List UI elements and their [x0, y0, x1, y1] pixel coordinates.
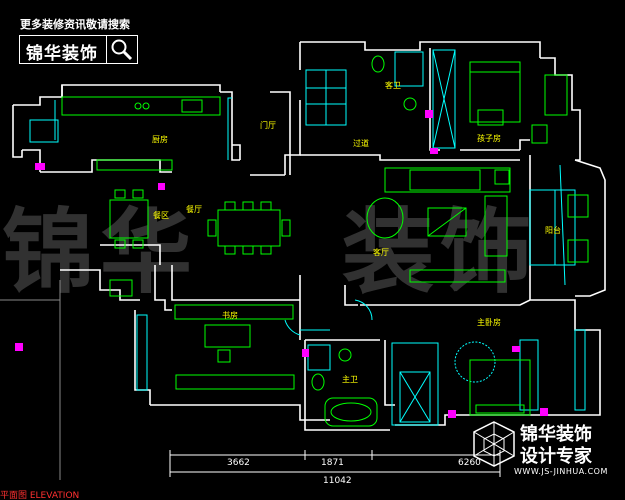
search-icon	[111, 39, 133, 61]
brand-name: 锦华装饰	[26, 44, 98, 64]
corner-url: WWW.JS-JINHUA.COM	[514, 467, 608, 476]
accents-magenta	[15, 110, 548, 418]
search-button[interactable]	[106, 36, 137, 63]
cube-logo-icon	[473, 421, 515, 467]
room-label-balcony: 阳台	[545, 226, 561, 235]
room-label-master-bedroom: 主卧房	[477, 318, 501, 327]
room-label-dining-area: 餐区	[153, 211, 169, 220]
bottom-label: 平面图 ELEVATION	[0, 491, 80, 500]
room-label-foyer: 门厅	[260, 121, 276, 130]
header-caption: 更多装修资讯敬请搜索	[20, 18, 130, 31]
room-label-study: 书房	[222, 311, 238, 320]
room-label-kids-room: 孩子房	[477, 134, 501, 143]
corner-title: 锦华装饰	[520, 424, 592, 445]
room-label-corridor: 过道	[353, 139, 369, 148]
room-label-guest-bath: 客卫	[385, 81, 401, 90]
dimension-6260: 6260	[458, 458, 481, 468]
corner-logo: 锦华装饰 设计专家 WWW.JS-JINHUA.COM	[470, 418, 620, 496]
watermark-right: 装饰	[342, 198, 539, 306]
brand-search-box[interactable]: 锦华装饰	[19, 35, 138, 64]
dimension-1871: 1871	[321, 458, 344, 468]
room-label-living-room: 客厅	[373, 248, 389, 257]
dimension-total: 11042	[323, 476, 352, 486]
fixtures-cyan	[29, 49, 586, 426]
room-label-master-bath: 主卫	[342, 375, 358, 384]
corner-subtitle: 设计专家	[520, 446, 592, 467]
room-label-kitchen: 厨房	[152, 135, 168, 144]
room-label-dining-room: 餐厅	[186, 205, 202, 214]
dimension-3662: 3662	[227, 458, 250, 468]
furniture-green	[61, 55, 589, 427]
walls	[12, 41, 606, 431]
